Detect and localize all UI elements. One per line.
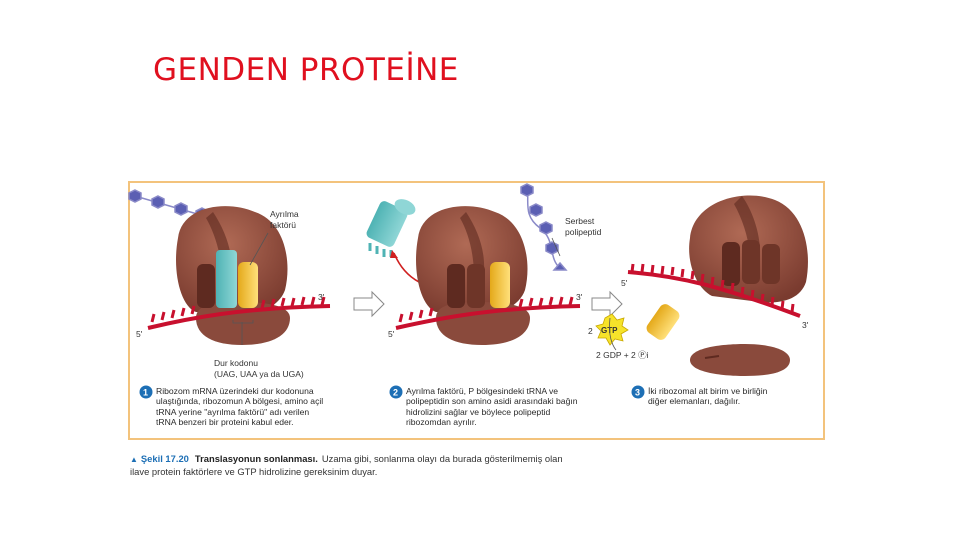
figure-caption: ▲Şekil 17.20 Translasyonun sonlanması.Uza… [130,453,650,478]
caption-text-2: ilave protein faktörlere ve GTP hidroliz… [130,466,378,477]
released-trna [646,304,680,340]
step-2-line: polipeptidin son amino asidi arasındaki … [406,396,578,407]
label-3prime-1: 3' [318,292,325,302]
step-2-line: Ayrılma faktörü, P bölgesindeki tRNA ve [406,386,559,396]
label-5prime-2: 5' [388,329,395,339]
p-site-trna-2 [490,262,510,308]
label-free-polypeptide-2: polipeptid [565,227,602,237]
caption-line-1: ▲Şekil 17.20 Translasyonun sonlanması.Uza… [130,453,650,466]
step-arrow-1 [353,290,385,318]
step-number-3: 3 [635,388,640,398]
p-site-trna-1 [238,262,258,308]
label-5prime-3: 5' [621,278,628,288]
label-stop-codon-1: Dur kodonu [214,358,258,368]
panel-2: Serbest polipeptid 5' 3' [366,183,602,345]
step-1-line: tRNA benzeri bir proteini kabul eder. [156,417,294,428]
small-subunit-groove [704,355,720,359]
caption-text-1: Uzama gibi, sonlanma olayı da burada gös… [321,453,563,464]
label-gdp: 2 GDP + 2 Ⓟi [596,350,649,360]
a-site-3 [762,244,780,284]
step-number-1: 1 [143,388,148,398]
release-factor-released [366,199,416,257]
step-arrow-2: GTP 2 2 GDP + 2 Ⓟi [588,290,649,360]
panel-1: Ayrılma faktörü 5' 3' Dur kodonu (UAG, U… [128,189,331,379]
gtp-burst [595,313,629,346]
exit-tunnel-2 [460,212,485,272]
step-2-line: hidrolizini sağlar ve böylece polipeptid [406,406,551,417]
step-1-description: Ribozom mRNA üzerindeki dur kodonuna ula… [156,386,386,428]
label-3prime-2: 3' [576,292,583,302]
step-2-description: Ayrılma faktörü, P bölgesindeki tRNA ve … [406,386,631,428]
step-1-line: ulaştığında, ribozomun A bölgesi, amino … [156,396,324,407]
ribosome-small-subunit-3 [690,344,790,376]
label-release-factor-2: faktörü [270,220,296,230]
step-number-2: 2 [393,388,398,398]
mrna-strand-1 [147,296,331,330]
step-1-line: tRNA yerine "ayrılma faktörü" adı verile… [156,406,310,417]
label-two: 2 [588,326,593,336]
caption-triangle-icon: ▲ [130,455,138,464]
label-free-polypeptide-1: Serbest [565,216,595,226]
e-site-2 [447,264,465,308]
step-3-line: diğer elemanları, dağılır. [648,396,741,407]
slide-title: GENDEN PROTEİNE [153,52,459,88]
free-polypeptide [520,183,568,271]
label-release-factor-1: Ayrılma [270,209,299,219]
step-1-line: Ribozom mRNA üzerindeki dur kodonuna [156,386,314,396]
step-badge-1 [139,385,153,399]
step-3-description: İki ribozomal alt birim ve birliğin diğe… [648,386,818,407]
mrna-strand-3 [627,263,801,318]
step-badge-2 [389,385,403,399]
release-factor-1 [216,250,237,308]
label-stop-codon-2: (UAG, UAA ya da UGA) [214,369,304,379]
panel-3: 5' 3' [621,195,809,376]
e-site-1 [197,264,215,308]
label-5prime-1: 5' [136,329,143,339]
release-factor-pointer [249,232,269,266]
stop-codon-bracket [232,320,254,324]
a-site-2 [467,264,485,308]
caption-title: Translasyonun sonlanması. [194,453,318,464]
step-3-line: İki ribozomal alt birim ve birliğin [648,386,768,396]
step-2-line: ribozomdan ayrılır. [406,417,477,428]
label-3prime-3: 3' [802,320,809,330]
caption-figure-number: Şekil 17.20 [140,453,189,464]
exit-tunnel-3 [734,196,760,254]
p-site-3 [742,240,760,284]
mrna-strand-2 [395,296,581,330]
release-path-arrowhead [390,250,398,258]
e-site-3 [722,242,740,286]
polypeptide-pointer [551,237,561,257]
ribosome-small-subunit-2 [436,302,530,345]
step-badge-3 [631,385,645,399]
